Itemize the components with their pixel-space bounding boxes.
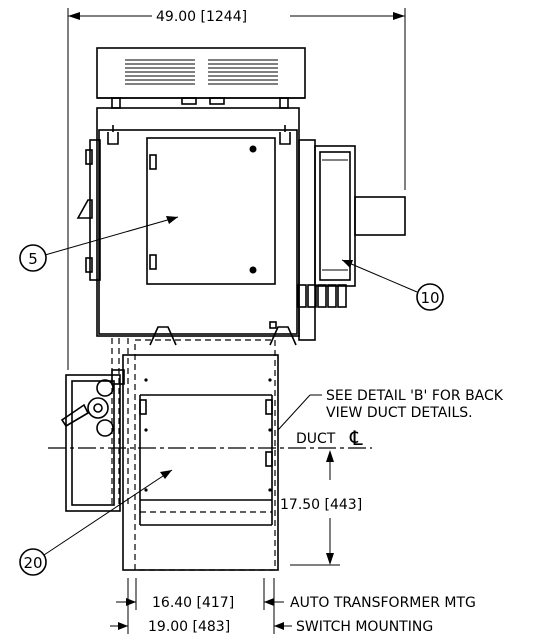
- overall-width-label: 49.00 [1244]: [156, 9, 247, 25]
- balloon-5-number: 5: [28, 250, 38, 268]
- switch-caption: SWITCH MOUNTING: [296, 619, 433, 635]
- auto-transformer-caption: AUTO TRANSFORMER MTG: [290, 595, 476, 611]
- height-label: 17.50 [443]: [280, 497, 362, 513]
- vent-louver-right: [208, 59, 278, 85]
- switch-value: 19.00 [483]: [148, 619, 230, 635]
- detail-note-line1: SEE DETAIL 'B' FOR BACK: [326, 388, 504, 404]
- duct-centerline: DUCT ℄: [48, 426, 372, 450]
- duct-label: DUCT: [296, 431, 336, 447]
- overall-width-dimension: 49.00 [1244]: [67, 8, 406, 370]
- detail-note: SEE DETAIL 'B' FOR BACK VIEW DUCT DETAIL…: [277, 388, 504, 431]
- lower-cabinet: [60, 338, 279, 571]
- vent-louver-left: [125, 59, 195, 85]
- switch-dimension: 19.00 [483] SWITCH MOUNTING: [110, 578, 433, 635]
- motor-terminals: [297, 284, 347, 308]
- balloon-20-number: 20: [23, 554, 42, 572]
- auto-transformer-dimension: 16.40 [417] AUTO TRANSFORMER MTG: [116, 578, 476, 611]
- balloon-10: 10: [341, 259, 444, 311]
- centerline-symbol: ℄: [349, 426, 363, 450]
- cabinet-rivets: [144, 378, 272, 492]
- balloon-10-number: 10: [420, 289, 439, 307]
- height-dimension: 17.50 [443]: [280, 450, 362, 566]
- motor-assembly: [297, 139, 406, 341]
- balloon-5: 5: [19, 216, 179, 272]
- vent-hood: [96, 47, 306, 109]
- main-enclosure: [76, 107, 300, 346]
- balloon-20: 20: [19, 469, 173, 576]
- auto-transformer-value: 16.40 [417]: [152, 595, 234, 611]
- detail-note-line2: VIEW DUCT DETAILS.: [326, 405, 473, 421]
